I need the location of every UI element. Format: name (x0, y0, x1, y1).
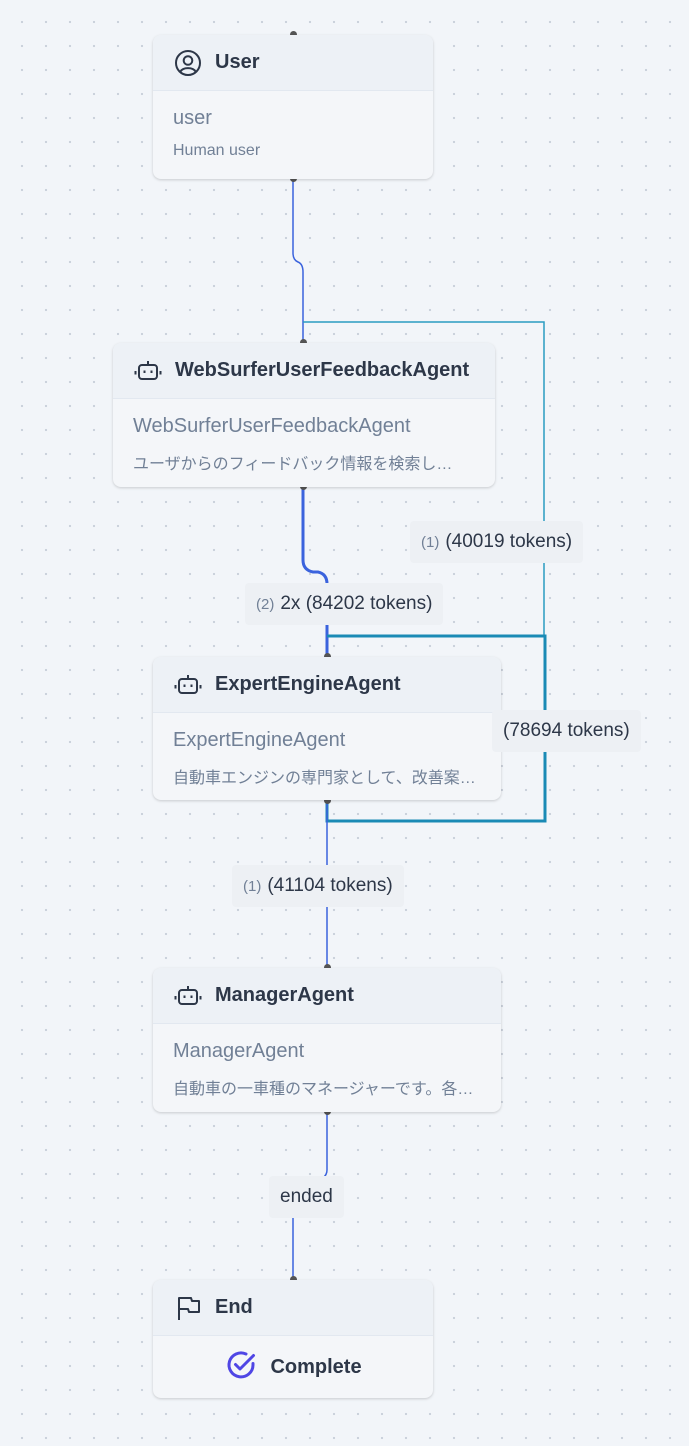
edge-label-text: (78694 tokens) (503, 720, 630, 741)
edge-websurfer-expert (301, 487, 329, 656)
node-header: ExpertEngineAgent (153, 657, 501, 713)
node-title: WebSurferUserFeedbackAgent (175, 359, 470, 381)
robot-icon (173, 670, 203, 700)
node-name: ExpertEngineAgent (173, 729, 346, 751)
edge-label-text: (40019 tokens) (445, 531, 573, 552)
node-manager-agent[interactable]: ManagerAgent ManagerAgent 自動車の一車種のマネージャー… (153, 968, 501, 1112)
node-websurfer-agent[interactable]: WebSurferUserFeedbackAgent WebSurferUser… (113, 343, 495, 487)
edge-label[interactable]: (1) (41104 tokens) (232, 865, 404, 907)
node-expert-engine-agent[interactable]: ExpertEngineAgent ExpertEngineAgent 自動車エ… (153, 657, 501, 800)
edge-index: (1) (421, 533, 440, 551)
node-description: 自動車の一車種のマネージャーです。各… (173, 1081, 474, 1098)
handle-dot[interactable] (300, 339, 307, 346)
node-title: End (215, 1296, 253, 1318)
status-label: Complete (270, 1355, 362, 1378)
node-header: ManagerAgent (153, 968, 501, 1024)
node-name: WebSurferUserFeedbackAgent (133, 415, 411, 437)
handle-dot[interactable] (324, 653, 331, 660)
robot-icon (133, 356, 163, 386)
node-title: User (215, 51, 260, 73)
handle-dot[interactable] (290, 31, 297, 38)
node-title: ManagerAgent (215, 984, 354, 1006)
node-header: End (153, 1280, 433, 1336)
robot-icon (173, 981, 203, 1011)
end-status: Complete (153, 1336, 433, 1398)
node-name: ManagerAgent (173, 1040, 305, 1062)
edge-label-text: (41104 tokens) (267, 875, 393, 896)
edge-label-text: ended (280, 1186, 333, 1207)
node-header: WebSurferUserFeedbackAgent (113, 343, 495, 399)
edge-index: (1) (243, 877, 262, 895)
check-circle-icon (224, 1348, 258, 1387)
edge-label[interactable]: (2) 2x (84202 tokens) (245, 583, 444, 625)
edge-label[interactable]: ended (269, 1176, 344, 1218)
edge-label[interactable]: (78694 tokens) (492, 710, 641, 752)
node-name: user (173, 107, 212, 129)
edge-label[interactable]: (1) (40019 tokens) (410, 521, 584, 563)
edge-label-text: 2x (84202 tokens) (280, 593, 433, 614)
edge-user-websurfer (292, 179, 304, 342)
edge-index: (2) (256, 595, 275, 613)
node-user[interactable]: User user Human user (153, 35, 433, 179)
handle-dot[interactable] (324, 964, 331, 971)
user-circle-icon (173, 48, 203, 78)
node-description: Human user (173, 142, 261, 159)
node-header: User (153, 35, 433, 91)
flag-icon (173, 1293, 203, 1323)
handle-dot[interactable] (324, 797, 331, 804)
handle-dot[interactable] (290, 1276, 297, 1283)
node-title: ExpertEngineAgent (215, 673, 401, 695)
node-end[interactable]: End Complete (153, 1280, 433, 1398)
node-description: 自動車エンジンの専門家として、改善案… (173, 770, 476, 787)
node-description: ユーザからのフィードバック情報を検索し… (133, 456, 453, 473)
